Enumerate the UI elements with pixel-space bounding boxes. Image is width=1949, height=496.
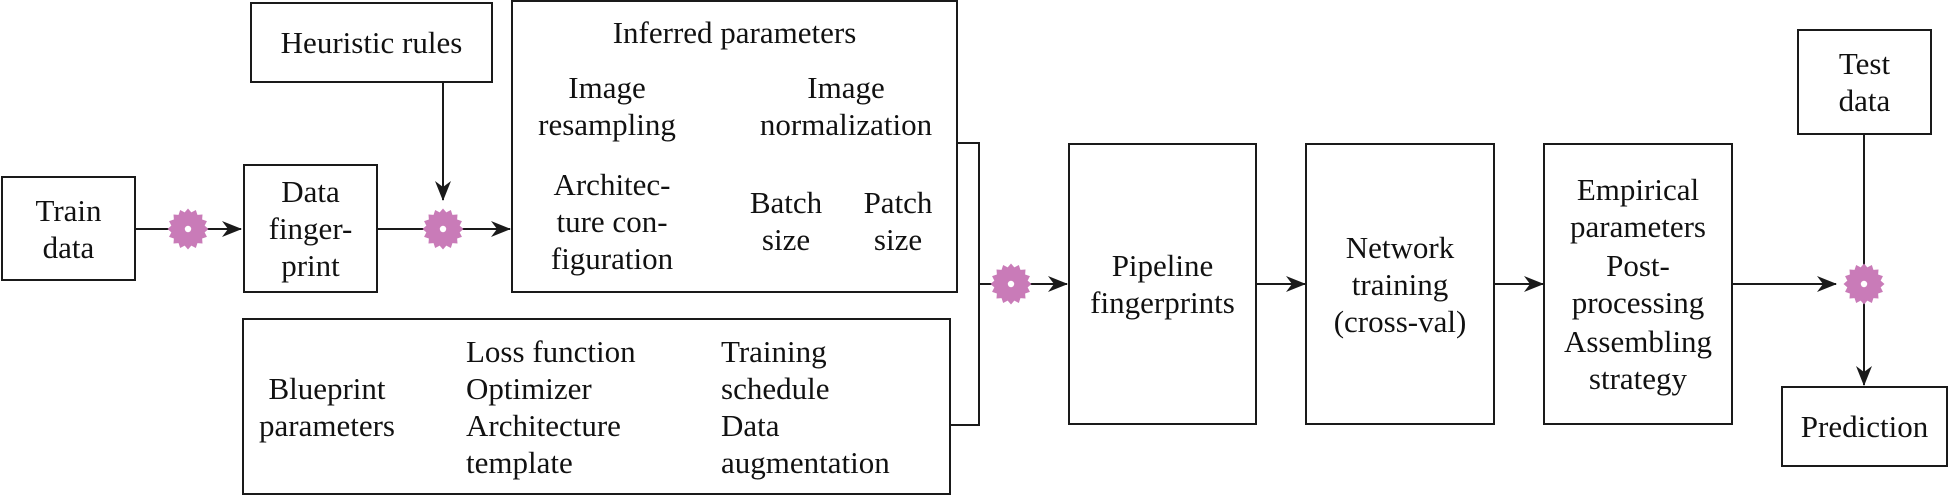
loss-function-label: Loss function <box>466 334 636 369</box>
image-normalization-item: Image normalization <box>741 69 951 143</box>
training-schedule-label: schedule <box>721 371 830 406</box>
gear-icon <box>167 208 209 250</box>
training-schedule-label: Training <box>721 334 827 369</box>
inferred-parameters-title: Inferred parameters <box>612 15 857 50</box>
blueprint-parameters-box: Blueprint parameters Loss function Optim… <box>242 318 951 495</box>
gear-center-dot <box>184 225 192 233</box>
blueprint-title-label: parameters <box>259 408 395 443</box>
architecture-configuration-item: Architec- ture con- figuration <box>523 166 701 277</box>
assembling-strategy-label: strategy <box>1588 361 1688 396</box>
post-processing-label: Post- <box>1606 248 1670 283</box>
test-data-label: data <box>1838 83 1891 118</box>
architecture-template-label: Architecture <box>466 408 621 443</box>
architecture-configuration-label: Architec- <box>553 167 671 202</box>
network-training-label: (cross-val) <box>1333 303 1467 339</box>
test-data-label: Test <box>1838 46 1891 81</box>
blueprint-title-label: Blueprint <box>268 371 386 406</box>
data-fingerprint-box: Data finger- print <box>243 164 378 293</box>
gear-center-dot <box>1860 280 1868 288</box>
gear-icon <box>1843 263 1885 305</box>
pipeline-fingerprints-label: fingerprints <box>1090 285 1235 320</box>
empirical-parameters-title: Empirical <box>1576 172 1700 207</box>
prediction-label: Prediction <box>1800 409 1929 444</box>
patch-size-label: Patch <box>863 185 933 220</box>
gear-center-dot <box>1007 280 1015 288</box>
optimizer-label: Optimizer <box>466 371 592 406</box>
pipeline-fingerprints-label: Pipeline <box>1111 248 1214 283</box>
patch-size-item: Patch size <box>843 184 953 258</box>
network-training-box: Network training (cross-val) <box>1305 143 1495 425</box>
gear-center-dot <box>439 225 447 233</box>
architecture-configuration-label: ture con- <box>556 204 668 239</box>
batch-size-item: Batch size <box>731 184 841 258</box>
network-training-label: Network <box>1345 229 1455 265</box>
architecture-template-label: template <box>466 445 573 480</box>
gear-icon <box>990 263 1032 305</box>
gear-icon <box>422 208 464 250</box>
blueprint-col1: Loss function Optimizer Architecture tem… <box>466 333 636 481</box>
inferred-parameters-box: Inferred parameters Image resampling Ima… <box>511 0 958 293</box>
data-fingerprint-label: finger- <box>268 211 353 246</box>
post-processing-label: processing <box>1571 285 1705 320</box>
assembling-strategy-label: Assembling <box>1563 324 1713 359</box>
blueprint-col2: Training schedule Data augmentation <box>721 333 890 481</box>
image-normalization-label: normalization <box>759 107 933 142</box>
data-fingerprint-label: print <box>281 248 340 283</box>
train-data-box: Train data <box>1 176 136 281</box>
train-data-label: Train <box>35 192 102 228</box>
image-normalization-label: Image <box>807 70 885 105</box>
image-resampling-label: Image <box>568 70 646 105</box>
data-fingerprint-label: Data <box>281 174 340 209</box>
pipeline-fingerprints-box: Pipeline fingerprints <box>1068 143 1257 425</box>
blueprint-title: Blueprint parameters <box>252 370 402 444</box>
image-resampling-label: resampling <box>538 107 676 142</box>
data-augmentation-label: Data <box>721 408 780 443</box>
heuristic-rules-box: Heuristic rules <box>250 2 493 83</box>
batch-size-label: Batch <box>749 185 823 220</box>
train-data-label: data <box>42 229 95 265</box>
network-training-label: training <box>1351 266 1449 302</box>
heuristic-rules-label: Heuristic rules <box>280 25 463 60</box>
empirical-parameters-title: parameters <box>1570 209 1706 244</box>
batch-size-label: size <box>761 222 811 257</box>
prediction-box: Prediction <box>1781 386 1948 467</box>
architecture-configuration-label: figuration <box>550 241 674 276</box>
image-resampling-item: Image resampling <box>523 69 691 143</box>
test-data-box: Test data <box>1797 29 1932 135</box>
data-augmentation-label: augmentation <box>721 445 890 480</box>
patch-size-label: size <box>873 222 923 257</box>
empirical-parameters-box: Empirical parameters Post- processing As… <box>1543 143 1733 425</box>
